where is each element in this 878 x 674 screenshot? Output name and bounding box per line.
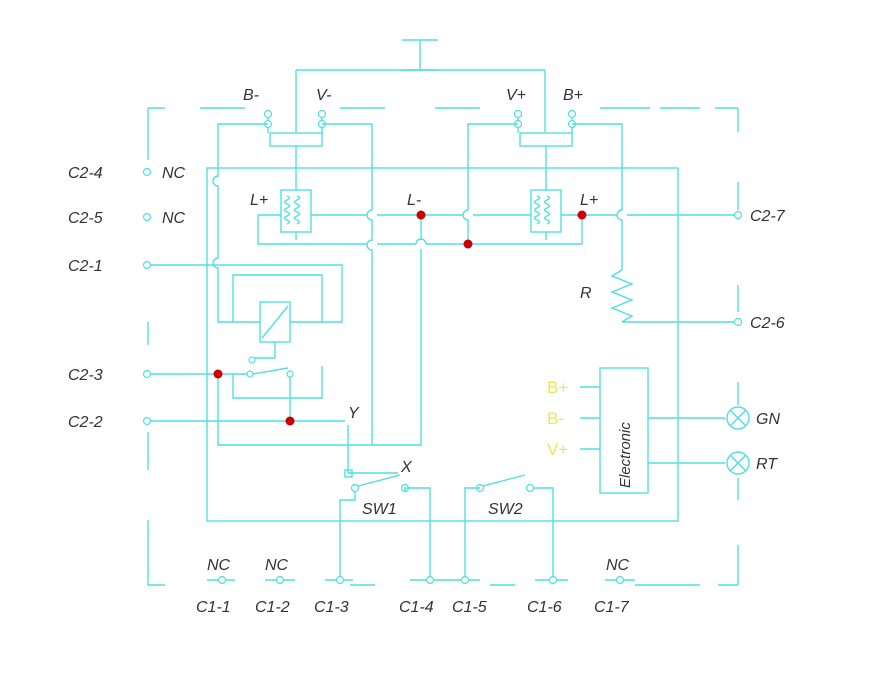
label-axis-x: X [400,459,413,476]
right-terminals [733,210,743,327]
label-nc-c1-7: NC [606,557,630,574]
label-sw2: SW2 [488,501,523,518]
small-relay [147,264,345,422]
label-r: R [580,285,592,302]
label-v-plus: V+ [506,87,526,104]
inner-box [206,167,679,522]
junction-dots [213,210,587,426]
switches [339,474,554,580]
junction-dot [577,210,587,220]
label-c2-7: C2-7 [750,208,786,225]
junction-dot [285,416,295,426]
label-c2-6: C2-6 [750,315,785,332]
label-electronic-b-minus: B- [547,409,564,428]
label-c2-1: C2-1 [68,258,103,275]
label-nc-c2-4: NC [162,165,186,182]
right-relay [462,109,623,270]
electronic-title: Electronic [617,422,634,488]
label-nc-c2-5: NC [162,210,186,227]
label-l-minus: L- [407,192,421,209]
label-c2-2: C2-2 [68,414,103,431]
label-c1-1: C1-1 [196,599,231,616]
label-nc-c1-2: NC [265,557,289,574]
label-c2-4: C2-4 [68,165,103,182]
label-electronic-v-plus: V+ [547,440,568,459]
label-gn: GN [756,411,780,428]
coil-wires [257,214,736,446]
axis-glyph [344,425,398,478]
label-c1-7: C1-7 [594,599,630,616]
label-axis-y: Y [348,405,360,422]
junction-dot [213,369,223,379]
label-c1-3: C1-3 [314,599,349,616]
resistor [610,269,736,323]
left-terminals [142,167,152,426]
label-l-plus-left: L+ [250,192,268,209]
label-c2-5: C2-5 [68,210,103,227]
outer-frame [147,107,739,586]
label-nc-c1-1: NC [207,557,231,574]
label-electronic-b-plus: B+ [547,378,568,397]
label-c2-3: C2-3 [68,367,103,384]
label-c1-2: C1-2 [255,599,290,616]
label-c1-6: C1-6 [527,599,562,616]
electronic-module [580,367,725,494]
label-c1-5: C1-5 [452,599,487,616]
junction-dot [463,239,473,249]
label-b-minus: B- [243,87,259,104]
left-relay [212,109,373,446]
bottom-terminals [217,575,625,585]
junction-dot [416,210,426,220]
label-c1-4: C1-4 [399,599,434,616]
lamp-gn [726,406,750,430]
label-v-minus: V- [316,87,331,104]
lamp-rt [726,451,750,475]
label-b-plus: B+ [563,87,583,104]
label-sw1: SW1 [362,501,397,518]
label-rt: RT [756,456,778,473]
top-bracket [295,39,546,132]
label-l-plus-right: L+ [580,192,598,209]
